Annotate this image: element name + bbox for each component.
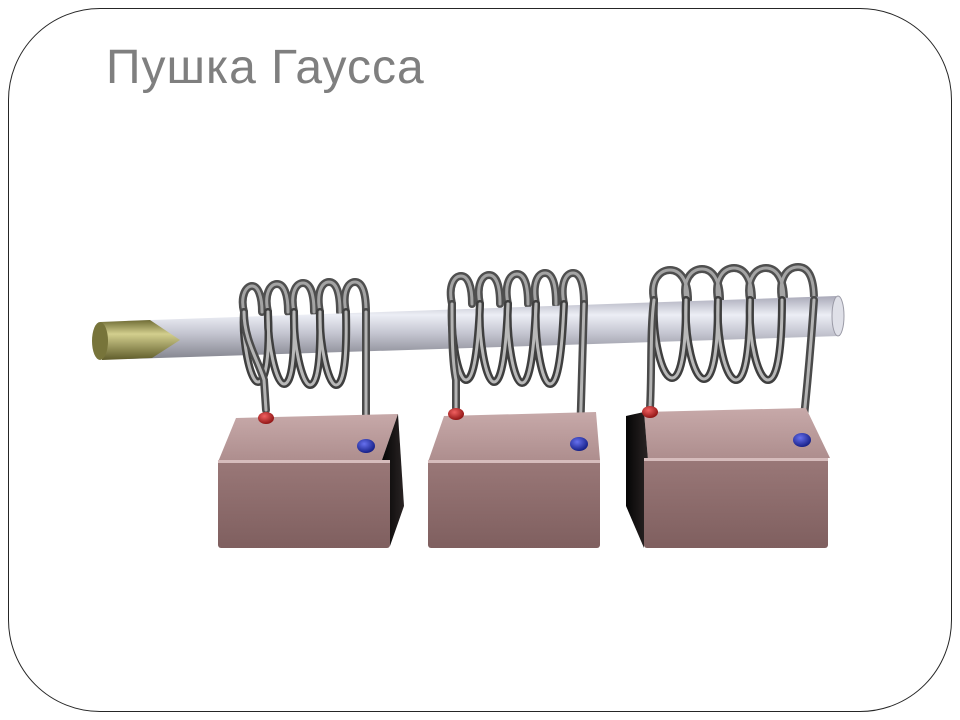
- battery-2: [428, 412, 600, 548]
- battery-1: [218, 414, 404, 548]
- battery-1-positive-terminal: [258, 412, 274, 424]
- battery-2-positive-terminal: [448, 408, 464, 420]
- battery-3: [626, 408, 830, 548]
- slide-title: Пушка Гаусса: [106, 41, 425, 94]
- battery-2-negative-terminal: [570, 437, 588, 451]
- projectile: [92, 320, 180, 360]
- battery-1-negative-terminal: [357, 439, 375, 453]
- battery-3-positive-terminal: [642, 406, 658, 418]
- battery-3-negative-terminal: [793, 433, 811, 447]
- coil-back-turns: [238, 262, 818, 316]
